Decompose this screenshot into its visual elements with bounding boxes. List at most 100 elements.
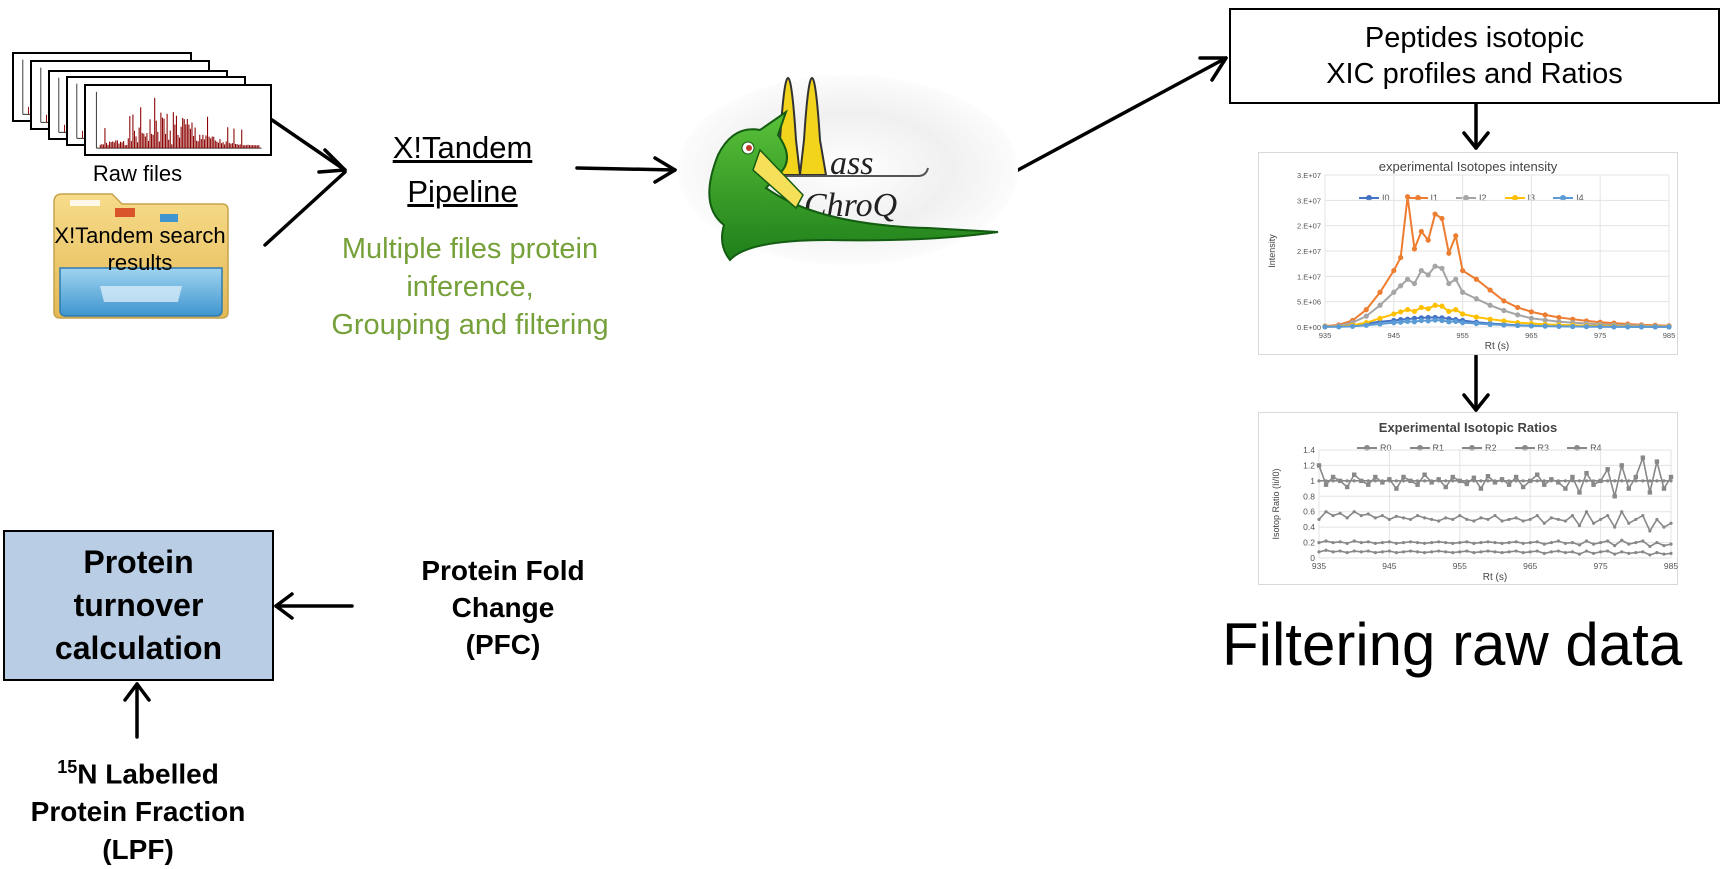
data-point-R3 [1591, 542, 1596, 546]
data-point-R4 [1472, 551, 1476, 555]
data-point-I2 [1542, 317, 1548, 323]
data-point-R4 [1549, 550, 1553, 554]
data-point-I3 [1411, 308, 1418, 314]
data-point-R3 [1599, 540, 1603, 545]
y-tick-label: 2.E+07 [1297, 222, 1321, 231]
arrowhead-turnover-up [123, 682, 151, 702]
series-line-R1 [1318, 454, 1672, 497]
data-point-I1 [1515, 304, 1521, 311]
data-point-I4 [1473, 320, 1479, 327]
data-point-R2 [1563, 519, 1567, 523]
data-point-R4 [1479, 550, 1483, 554]
data-point-I4 [1377, 321, 1383, 327]
data-point-R2 [1542, 521, 1546, 525]
data-point-R4 [1577, 552, 1582, 556]
data-point-R1 [1556, 480, 1561, 485]
spectrum-icon [95, 91, 262, 149]
data-point-R3 [1437, 540, 1441, 544]
data-point-R3 [1648, 544, 1652, 549]
data-point-R1 [1661, 486, 1667, 491]
data-point-R4 [1465, 549, 1469, 553]
data-point-R1 [1408, 478, 1413, 484]
arrowhead-masschroq [653, 156, 677, 184]
data-point-I4 [1411, 319, 1418, 325]
data-point-R4 [1444, 550, 1448, 554]
peptides-isotopic-box: Peptides isotopic XIC profiles and Ratio… [1229, 8, 1720, 104]
data-point-R1 [1422, 472, 1427, 477]
data-point-I1 [1453, 233, 1459, 239]
legend-label: R2 [1485, 443, 1497, 453]
data-point-R4 [1451, 551, 1455, 555]
data-point-R4 [1415, 550, 1420, 554]
y-tick-label: 2.E+07 [1297, 247, 1321, 256]
legend-item-R1: R1 [1409, 443, 1444, 453]
data-point-R1 [1436, 477, 1441, 482]
arrow-masschroq-to-peptides [1016, 56, 1228, 172]
data-point-I4 [1391, 320, 1397, 326]
data-point-R3 [1352, 539, 1356, 543]
legend-item-R3: R3 [1514, 443, 1549, 453]
data-point-R4 [1394, 551, 1399, 555]
legend-swatch [1456, 195, 1477, 201]
data-point-R2 [1556, 517, 1560, 522]
data-point-R1 [1506, 482, 1512, 487]
data-point-R4 [1338, 549, 1342, 553]
arrow-xtandem-to-masschroq [575, 166, 677, 172]
x-tick-label: 935 [1319, 331, 1332, 340]
data-point-R3 [1507, 540, 1511, 545]
data-point-R4 [1563, 551, 1567, 555]
data-point-R2 [1437, 519, 1441, 523]
legend-item-R2: R2 [1462, 443, 1497, 453]
x-tick-label: 985 [1663, 331, 1676, 340]
data-point-R3 [1606, 539, 1610, 543]
data-point-I3 [1501, 318, 1507, 324]
data-point-I4 [1425, 318, 1431, 324]
data-point-I3 [1487, 316, 1493, 322]
arrow-raw-to-xtandem [270, 118, 347, 172]
data-point-I2 [1439, 265, 1445, 271]
data-point-I2 [1432, 263, 1438, 269]
lpf-superscript: 15 [57, 757, 78, 777]
data-point-I1 [1398, 254, 1404, 261]
data-point-R2 [1591, 521, 1596, 525]
legend-swatch [1553, 195, 1574, 201]
x-tick-label: 965 [1525, 331, 1538, 340]
data-point-I3 [1418, 304, 1424, 311]
data-point-I4 [1625, 324, 1631, 330]
data-point-R4 [1352, 549, 1356, 553]
data-point-R1 [1591, 482, 1596, 487]
data-point-I4 [1638, 324, 1645, 330]
y-axis-label: Intensity [1267, 234, 1277, 268]
data-point-I2 [1425, 272, 1431, 278]
arrowhead-peptides [1198, 56, 1228, 82]
data-point-I4 [1432, 317, 1438, 323]
data-point-R1 [1464, 481, 1470, 487]
data-point-R4 [1662, 552, 1666, 556]
turnover-line2: turnover [73, 587, 204, 623]
data-point-R2 [1627, 521, 1631, 525]
data-point-I1 [1556, 314, 1562, 321]
data-point-R2 [1613, 525, 1617, 529]
data-point-R1 [1337, 478, 1343, 484]
legend-label: I2 [1479, 193, 1487, 203]
data-point-R3 [1472, 541, 1476, 545]
data-point-I3 [1473, 314, 1479, 320]
data-point-I4 [1570, 323, 1576, 330]
xtandem-pipeline-title: X!Tandem Pipeline [360, 126, 565, 214]
data-point-R1 [1401, 474, 1406, 480]
data-point-R1 [1647, 490, 1653, 495]
data-point-I2 [1411, 280, 1418, 287]
data-point-R4 [1401, 550, 1406, 554]
data-point-I4 [1418, 317, 1424, 324]
data-point-R2 [1458, 513, 1462, 518]
data-point-R3 [1479, 540, 1483, 545]
data-point-R0 [1542, 479, 1546, 483]
data-point-R3 [1387, 540, 1391, 544]
data-point-R3 [1345, 541, 1349, 545]
data-point-I3 [1439, 303, 1445, 309]
data-point-I3 [1425, 306, 1431, 312]
y-tick-label: 0.4 [1303, 522, 1315, 532]
data-point-I4 [1583, 323, 1590, 330]
data-point-R1 [1584, 470, 1589, 476]
arrow-folder-to-xtandem [263, 170, 347, 247]
